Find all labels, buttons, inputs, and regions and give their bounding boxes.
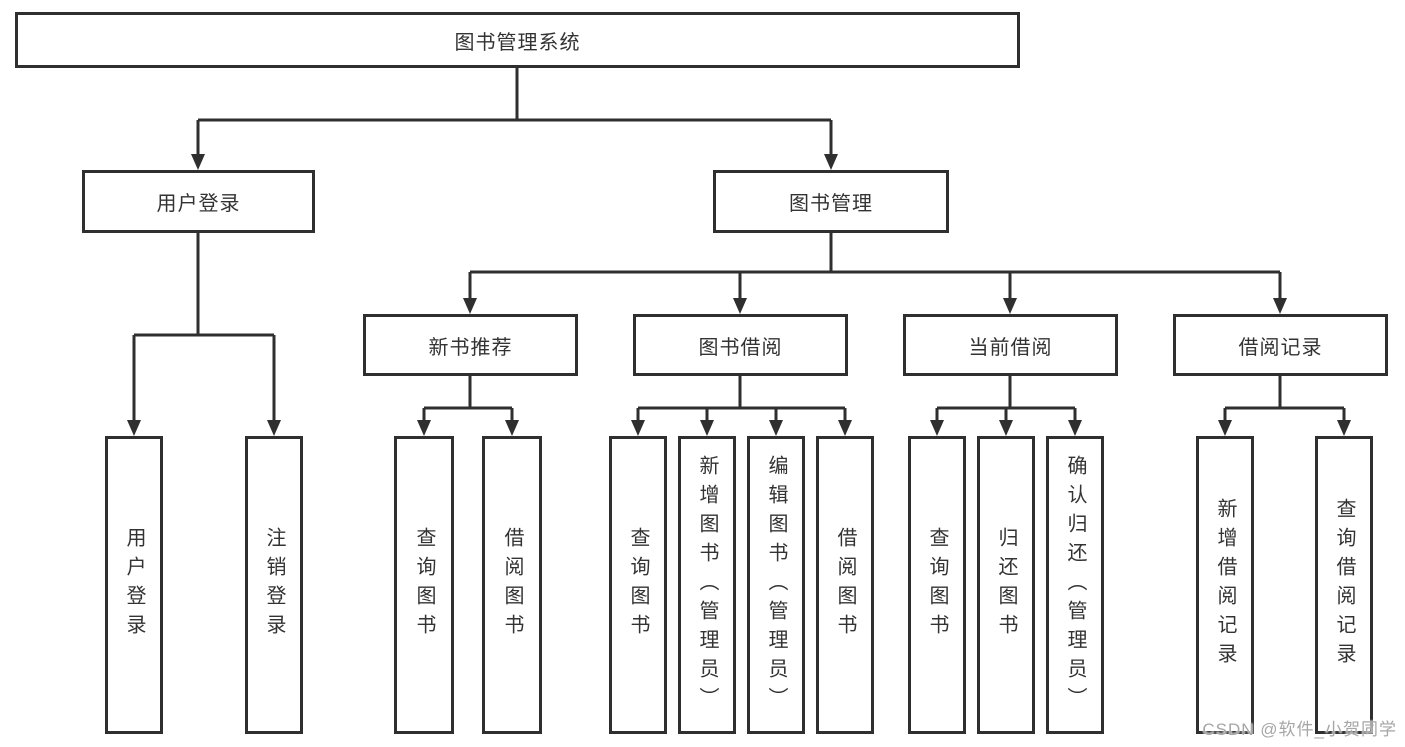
node-book-borrowing: 图书借阅	[633, 314, 848, 376]
leaf-label: 确认归还（管理员）	[1064, 454, 1086, 716]
node-borrowing-records: 借阅记录	[1173, 314, 1388, 376]
node-book-management: 图书管理	[713, 170, 949, 233]
leaf-label: 编辑图书（管理员）	[765, 454, 787, 716]
leaf-label: 新增图书（管理员）	[696, 454, 718, 716]
connector-root	[196, 68, 833, 156]
node-new-book-recommendation: 新书推荐	[363, 314, 578, 376]
leaf-label: 查询图书	[413, 527, 435, 643]
connector-user-login	[132, 233, 276, 421]
connector-book-borrowing	[636, 376, 847, 421]
node-leaf-add-books-admin: 新增图书（管理员）	[678, 436, 736, 734]
node-leaf-query-books-1: 查询图书	[394, 436, 454, 734]
leaf-label: 查询图书	[926, 527, 948, 643]
csdn-watermark: CSDN @软件_小贺同学	[1202, 720, 1397, 739]
leaf-label: 注销登录	[263, 527, 285, 643]
leaf-label: 查询图书	[627, 527, 649, 643]
leaf-label: 新增借阅记录	[1214, 498, 1236, 672]
node-leaf-edit-books-admin: 编辑图书（管理员）	[747, 436, 805, 734]
node-leaf-query-borrow-record: 查询借阅记录	[1315, 436, 1373, 734]
leaf-label: 用户登录	[123, 527, 145, 643]
node-leaf-return-books: 归还图书	[977, 436, 1035, 734]
node-leaf-add-borrow-record: 新增借阅记录	[1196, 436, 1254, 734]
node-user-login: 用户登录	[82, 170, 315, 233]
connector-borrowing-records	[1223, 376, 1346, 421]
leaf-label: 借阅图书	[501, 527, 523, 643]
node-leaf-borrow-books-1: 借阅图书	[482, 436, 542, 734]
node-leaf-confirm-return-admin: 确认归还（管理员）	[1046, 436, 1104, 734]
node-leaf-query-books-3: 查询图书	[908, 436, 966, 734]
node-leaf-borrow-books-2: 借阅图书	[816, 436, 874, 734]
arrowheads	[127, 154, 1351, 436]
node-root: 图书管理系统	[15, 12, 1020, 68]
node-leaf-user-login: 用户登录	[105, 436, 163, 734]
connector-book-management	[468, 233, 1282, 299]
connector-new-book-recommendation	[422, 376, 514, 421]
leaf-label: 查询借阅记录	[1333, 498, 1355, 672]
leaf-label: 借阅图书	[834, 527, 856, 643]
node-current-borrowing: 当前借阅	[903, 314, 1118, 376]
connector-current-borrowing	[935, 376, 1077, 421]
node-leaf-query-books-2: 查询图书	[609, 436, 667, 734]
leaf-label: 归还图书	[995, 527, 1017, 643]
node-leaf-logout: 注销登录	[245, 436, 303, 734]
